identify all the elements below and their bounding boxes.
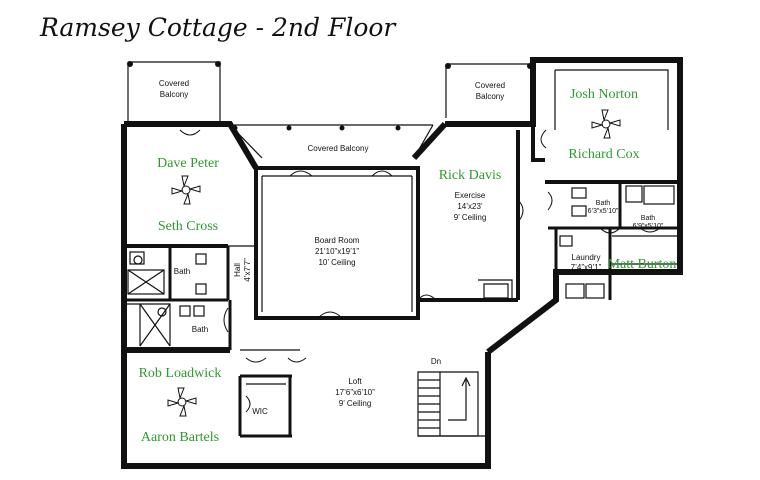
- bath-right-b-size: 6’9”x5’10”: [633, 223, 664, 230]
- occupant-dave-peter: Dave Peter: [157, 156, 219, 171]
- balcony-right-label-2: Balcony: [476, 92, 504, 101]
- left-wing-walls: [124, 244, 488, 438]
- balcony-left-label-2: Balcony: [160, 90, 188, 99]
- board-room-ceiling: 10’ Ceiling: [318, 258, 355, 267]
- balcony-center: [229, 124, 434, 159]
- exercise-ceiling: 9’ Ceiling: [454, 213, 487, 222]
- loft-name: Loft: [348, 377, 362, 386]
- right-wing-walls: [531, 69, 680, 300]
- laundry-size: 7’4”x9’1”: [571, 263, 602, 272]
- board-room-size: 21’10”x19’1”: [315, 247, 359, 256]
- bath-left-upper-label: Bath: [174, 267, 190, 276]
- occupant-aaron-bartels: Aaron Bartels: [141, 430, 219, 445]
- balcony-left: [127, 61, 221, 122]
- occupant-josh-norton: Josh Norton: [570, 87, 638, 102]
- occupant-richard-cox: Richard Cox: [568, 147, 639, 162]
- occupant-rick-davis: Rick Davis: [439, 168, 502, 183]
- ceiling-fan-icon: [591, 109, 621, 139]
- doors: [179, 129, 661, 413]
- hall-name: Hall: [233, 263, 242, 277]
- balcony-left-label-1: Covered: [159, 79, 189, 88]
- bath-left-lower-label: Bath: [192, 325, 208, 334]
- occupant-seth-cross: Seth Cross: [158, 219, 218, 234]
- occupant-matt-burton: Matt Burton: [608, 257, 677, 272]
- hall-size: 4’x7’7”: [243, 258, 252, 282]
- occupant-rob-loadwick: Rob Loadwick: [139, 366, 222, 381]
- ceiling-fan-icon: [171, 175, 201, 205]
- balcony-right-label-1: Covered: [475, 81, 505, 90]
- exercise-walls: [418, 130, 520, 302]
- wic-label: WIC: [252, 407, 268, 416]
- laundry-name: Laundry: [572, 253, 601, 262]
- loft-ceiling: 9’ Ceiling: [339, 399, 372, 408]
- board-room-walls: [254, 166, 420, 320]
- bath-right-a-name: Bath: [596, 200, 611, 207]
- exercise-name: Exercise: [455, 191, 486, 200]
- plan-title: Ramsey Cottage - 2nd Floor: [39, 13, 397, 42]
- bath-right-b-name: Bath: [641, 215, 656, 222]
- balcony-center-label: Covered Balcony: [308, 144, 369, 153]
- stairs-down-label: Dn: [431, 357, 441, 366]
- loft-size: 17’6”x6’10”: [335, 388, 375, 397]
- board-room-name: Board Room: [315, 236, 360, 245]
- ceiling-fan-icon: [167, 387, 197, 417]
- balcony-right: [445, 63, 533, 118]
- exercise-size: 14’x23’: [457, 202, 483, 211]
- bath-right-a-size: 6’3”x5’10”: [588, 208, 619, 215]
